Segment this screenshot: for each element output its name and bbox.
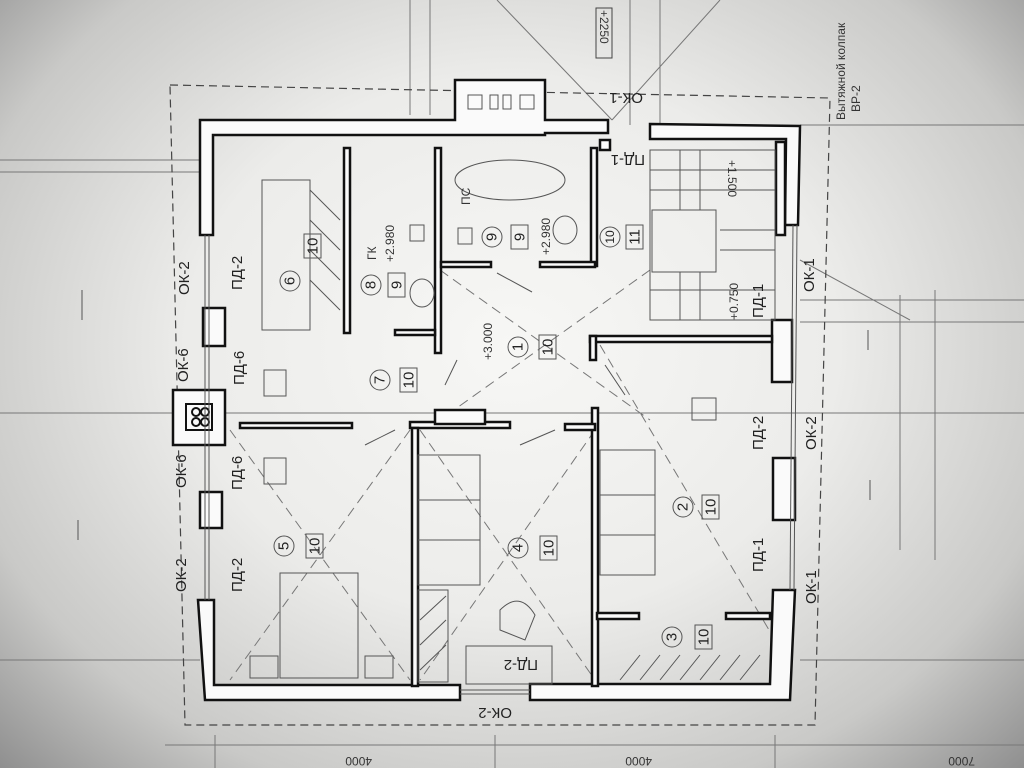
- room-mark: 11: [627, 229, 644, 245]
- sill-label: ПД-2: [750, 416, 767, 450]
- sill-label: ПД-2: [229, 558, 246, 592]
- dimension-label: 4000: [625, 754, 652, 768]
- wardrobe-room6: [261, 179, 311, 331]
- dimension-labels: 4000 4000 7000: [345, 754, 975, 768]
- fixture-label: ГК: [365, 247, 379, 261]
- room-number: 10: [603, 230, 617, 244]
- room-1: 1 10: [507, 334, 557, 360]
- room-labels: 1 10 2 10 3 10 4 10 5 10 6 10 7 10 8 9: [273, 224, 720, 650]
- window-label: ОК-2: [803, 416, 820, 450]
- room-4: 4 10: [507, 535, 558, 561]
- elevation-label: +1.500: [725, 160, 739, 197]
- room-number: 4: [510, 544, 527, 552]
- room-number: 3: [664, 633, 681, 641]
- sill-label: ПД-2: [229, 256, 246, 290]
- window-label: ОК-1: [609, 89, 643, 106]
- window-label: ОК-1: [803, 570, 820, 604]
- chimney: [171, 388, 227, 447]
- room-number: 8: [363, 281, 380, 289]
- bed-room2: [599, 449, 656, 576]
- elevation-marks: +2250 +1.500 +0.750 +2.980 +2.980 +3.000…: [365, 7, 741, 360]
- opening-labels: ОК-2 ПД-2 ОК-6 ПД-6 ОК-6 ПД-6 ОК-2 ПД-2 …: [173, 89, 820, 721]
- armchair: [499, 600, 536, 641]
- fixture-label: ПС: [459, 187, 473, 205]
- room-mark: 10: [401, 372, 418, 389]
- chair: [263, 369, 287, 397]
- room-8: 8 9: [360, 272, 406, 298]
- window-label: ОК-6: [175, 348, 192, 382]
- sill-label: ПД-2: [504, 656, 538, 673]
- window-label: ОК-1: [801, 258, 818, 292]
- room-mark: 10: [540, 339, 557, 356]
- sill-label: ПД-6: [229, 456, 246, 490]
- elevation-label: +2250: [597, 10, 611, 44]
- room-number: 7: [372, 376, 389, 384]
- roof-outline: [169, 84, 831, 726]
- elevation-label: +0.750: [727, 283, 741, 320]
- room-9: 9 9: [481, 224, 529, 250]
- window-label: ОК-2: [176, 261, 193, 295]
- room-mark: 10: [305, 238, 322, 255]
- room-diagonals: [229, 269, 776, 681]
- room-number: 1: [510, 343, 527, 351]
- bathtub: [454, 159, 566, 201]
- room-mark: 10: [307, 538, 324, 555]
- desk: [465, 645, 553, 685]
- sill-label: ПД-1: [750, 284, 767, 318]
- room-10: 10 11: [599, 224, 644, 250]
- room-number: 9: [484, 233, 501, 241]
- room-mark: 9: [389, 281, 406, 289]
- room-number: 6: [282, 277, 299, 285]
- window-lines: [204, 224, 798, 695]
- room-mark: 10: [541, 540, 558, 557]
- sill-label: ПД-6: [231, 351, 248, 385]
- note-text: Вытяжной колпак: [834, 22, 848, 120]
- window-label: ОК-6: [173, 454, 190, 488]
- dimension-label: 4000: [345, 754, 372, 768]
- room-6: 6 10: [279, 233, 322, 292]
- elevation-label: +2.980: [383, 225, 397, 262]
- room-mark: 10: [696, 629, 713, 646]
- room-mark: 10: [703, 499, 720, 516]
- note-text: ВР-2: [849, 85, 863, 112]
- furniture: [249, 159, 761, 685]
- sink-room9: [552, 215, 578, 245]
- elevation-label: +2.980: [539, 218, 553, 255]
- sill-label: ПД-1: [611, 151, 645, 168]
- room-3: 3 10: [661, 624, 713, 650]
- sofa: [417, 454, 481, 586]
- exterior-walls: [171, 78, 802, 702]
- staircase: [649, 149, 776, 321]
- room-5: 5 10: [273, 533, 324, 559]
- vent-cap-note: Вытяжной колпак ВР-2: [834, 22, 863, 120]
- sill-label: ПД-1: [750, 538, 767, 572]
- window-label: ОК-2: [173, 558, 190, 592]
- bed: [279, 572, 359, 679]
- room-number: 2: [675, 503, 692, 511]
- room-7: 7 10: [369, 367, 418, 393]
- window-label: ОК-2: [478, 704, 512, 721]
- dimension-label: 7000: [948, 754, 975, 768]
- room-number: 5: [276, 542, 293, 550]
- interior-walls: [238, 146, 774, 688]
- toilet-room8: [409, 278, 435, 308]
- room-mark: 9: [512, 233, 529, 241]
- room-2: 2 10: [672, 494, 720, 520]
- elevation-label: +3.000: [481, 323, 495, 360]
